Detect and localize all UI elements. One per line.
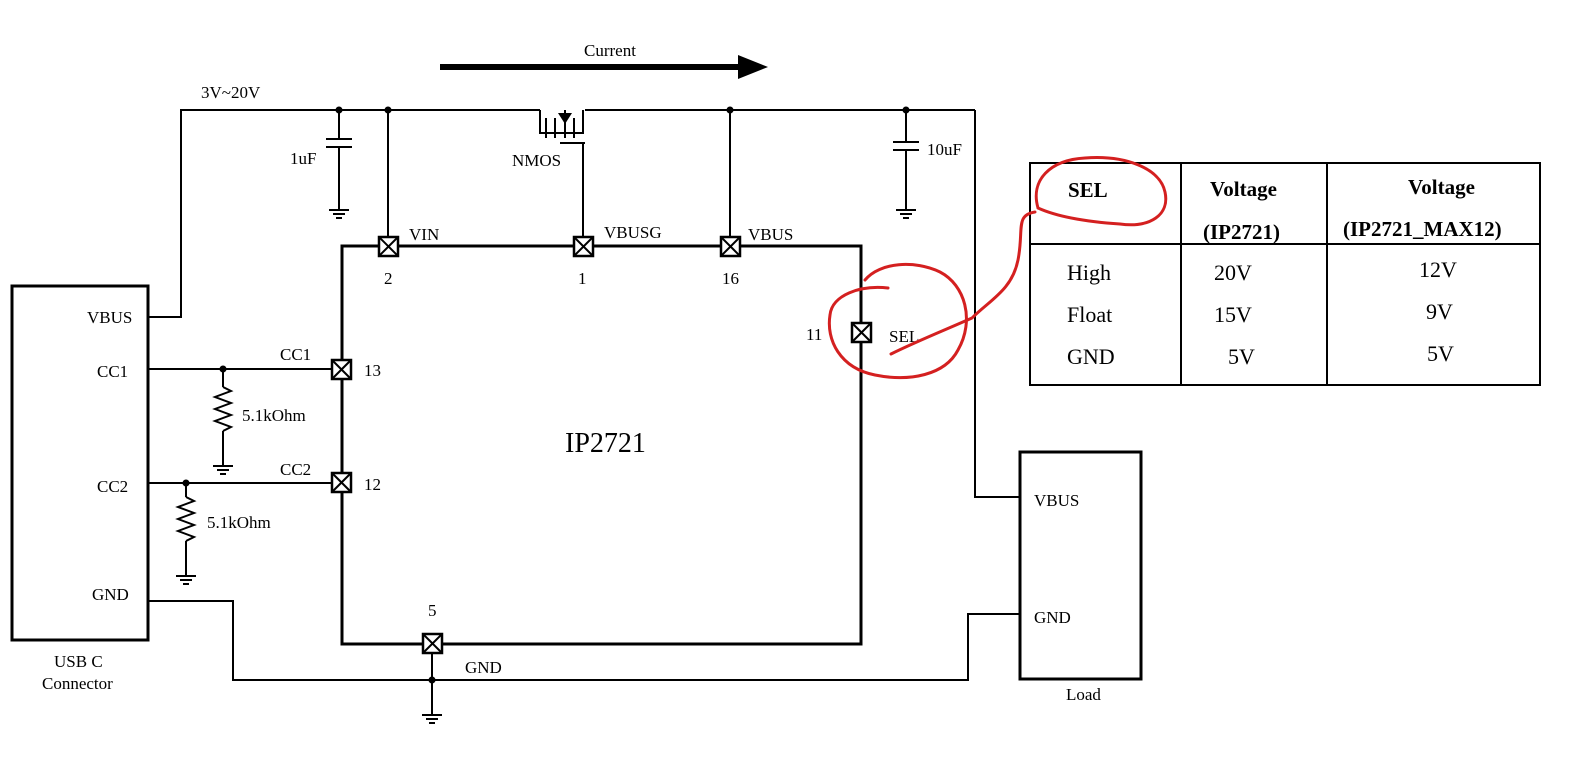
red-annotation: [827, 156, 1168, 379]
table-cell-r3c1: GND: [1067, 344, 1115, 369]
pin-gnd: [421, 632, 444, 655]
pin-cc1: [330, 358, 353, 381]
pin-vin-num: 2: [384, 269, 393, 288]
pin-sel-num: 11: [806, 325, 822, 344]
pin-vbusg: [572, 235, 595, 258]
input-range-label: 3V~20V: [201, 83, 261, 102]
current-label: Current: [584, 41, 636, 60]
pin-vin: [377, 235, 400, 258]
table-header-voltage-2: Voltage: [1408, 175, 1475, 199]
resistor1-label: 5.1kOhm: [242, 406, 306, 425]
pin-cc2-name: CC2: [280, 460, 311, 479]
pin-cc1-num: 13: [364, 361, 381, 380]
load-box: [1018, 450, 1143, 681]
table-cell-r2c2: 15V: [1214, 302, 1252, 327]
resistor2-label: 5.1kOhm: [207, 513, 271, 532]
pin-sel-name: SEL: [889, 327, 919, 346]
cap-in-label: 1uF: [290, 149, 316, 168]
current-arrow: [440, 55, 768, 79]
sel-table: [1029, 162, 1541, 386]
pin-vbusg-num: 1: [578, 269, 587, 288]
table-cell-r2c3: 9V: [1426, 299, 1453, 324]
connector-pin-cc2: CC2: [97, 477, 128, 496]
nmos-label: NMOS: [512, 151, 561, 170]
pin-vin-name: VIN: [409, 225, 439, 244]
input-capacitor: [326, 110, 352, 219]
cc1-network: [148, 365, 332, 475]
pin-cc2-num: 12: [364, 475, 381, 494]
pin-sel: [850, 321, 873, 344]
table-header-sel: SEL: [1068, 178, 1108, 202]
connector-pin-cc1: CC1: [97, 362, 128, 381]
connector-title-1: USB C: [54, 652, 103, 671]
table-header-ip2721: (IP2721): [1203, 220, 1280, 244]
pin-cc1-name: CC1: [280, 345, 311, 364]
pin-vbus-num: 16: [722, 269, 739, 288]
ic-body: [340, 244, 863, 646]
connector-pin-gnd: GND: [92, 585, 129, 604]
cap-out-label: 10uF: [927, 140, 962, 159]
chip-name: IP2721: [565, 428, 646, 459]
table-cell-r2c1: Float: [1067, 302, 1112, 327]
table-header-ip2721-max12: (IP2721_MAX12): [1343, 217, 1502, 241]
gnd-network: [148, 600, 1020, 724]
table-cell-r3c2: 5V: [1228, 344, 1255, 369]
nmos-transistor: [539, 110, 585, 237]
load-pin-vbus: VBUS: [1034, 491, 1079, 510]
pin-vbus: [719, 235, 742, 258]
pin-vbus-name: VBUS: [748, 225, 793, 244]
pin-vbusg-name: VBUSG: [604, 223, 662, 242]
table-cell-r3c3: 5V: [1427, 341, 1454, 366]
pin-cc2: [330, 471, 353, 494]
output-capacitor: [893, 110, 919, 219]
load-pin-gnd: GND: [1034, 608, 1071, 627]
load-title: Load: [1066, 685, 1101, 704]
connector-title-2: Connector: [42, 674, 113, 693]
usb-c-connector: [10, 284, 150, 642]
table-cell-r1c2: 20V: [1214, 260, 1252, 285]
pin-gnd-num: 5: [428, 601, 437, 620]
cc2-network: [148, 479, 332, 585]
table-cell-r1c1: High: [1067, 260, 1111, 285]
gnd-net-label: GND: [465, 658, 502, 677]
connector-pin-vbus: VBUS: [87, 308, 132, 327]
table-header-voltage-1: Voltage: [1210, 177, 1277, 201]
table-cell-r1c3: 12V: [1419, 257, 1457, 282]
